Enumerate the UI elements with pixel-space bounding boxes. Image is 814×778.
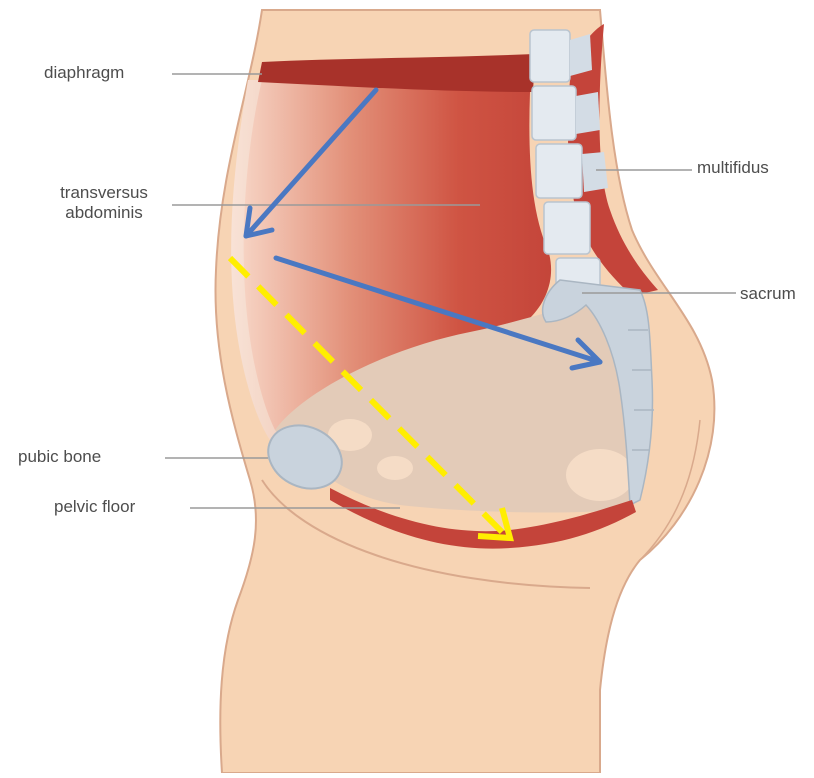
label-transversus-line1: transversus	[44, 183, 164, 203]
label-transversus-line2: abdominis	[44, 203, 164, 223]
label-transversus-abdominis: transversus abdominis	[44, 183, 164, 223]
vertebra	[532, 86, 576, 140]
vertebra-process	[582, 152, 608, 192]
cavity-spot	[377, 456, 413, 480]
vertebra-process	[570, 34, 592, 76]
vertebra-process	[576, 92, 600, 134]
label-sacrum: sacrum	[740, 284, 796, 304]
vertebra	[536, 144, 582, 198]
label-pelvic-floor: pelvic floor	[54, 497, 135, 517]
vertebra	[530, 30, 570, 82]
label-diaphragm: diaphragm	[44, 63, 124, 83]
label-multifidus: multifidus	[697, 158, 769, 178]
vertebra	[544, 202, 590, 254]
label-pubic-bone: pubic bone	[18, 447, 101, 467]
cavity-spot	[566, 449, 634, 501]
